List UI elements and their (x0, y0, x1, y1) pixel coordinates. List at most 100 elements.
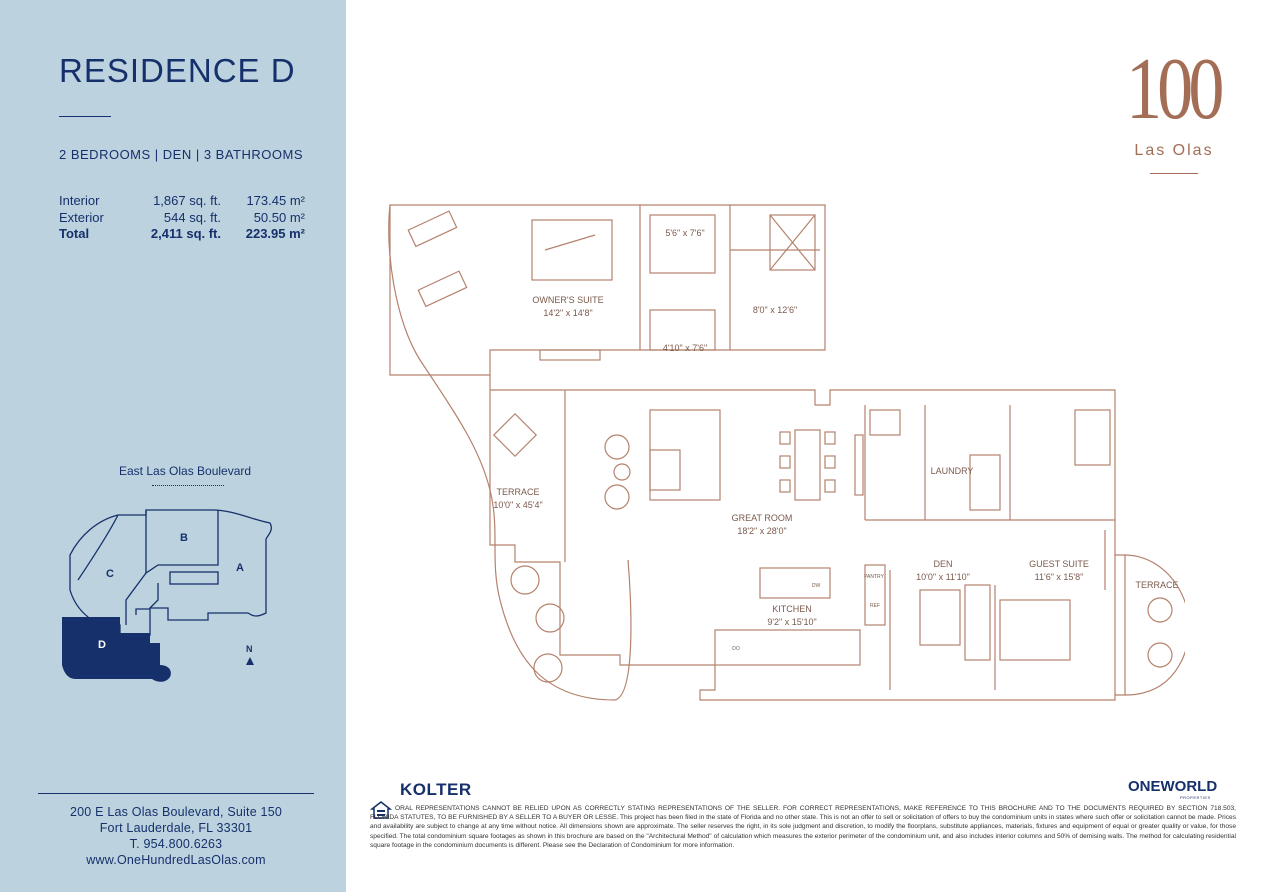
dining-chair-icon (779, 455, 791, 469)
info-sidebar: RESIDENCE D 2 BEDROOMS | DEN | 3 BATHROO… (0, 0, 346, 892)
terrace-table-icon (492, 412, 538, 458)
corridor-outline (135, 608, 150, 615)
unit-b-label: B (180, 532, 188, 544)
website-link[interactable]: www.OneHundredLasOlas.com (86, 853, 266, 867)
sofa-icon (649, 409, 721, 501)
residence-title: RESIDENCE D (59, 52, 296, 89)
den-sofa-icon (964, 584, 991, 661)
island-icon (759, 567, 831, 599)
kitchen-label: KITCHEN (772, 604, 812, 614)
area-row-interior: Interior 1,867 sq. ft. 173.45 m² (59, 193, 305, 210)
area-row-exterior: Exterior 544 sq. ft. 50.50 m² (59, 210, 305, 227)
great-room-label: GREAT ROOM (732, 513, 793, 523)
right-terrace-wall (1115, 554, 1126, 696)
brand-divider (1150, 173, 1198, 174)
dishwasher-label: DW (812, 583, 821, 589)
residence-subtitle: 2 BEDROOMS | DEN | 3 BATHROOMS (59, 147, 303, 162)
address-line-2: Fort Lauderdale, FL 33301 (99, 821, 253, 835)
area-row-total: Total 2,411 sq. ft. 223.95 m² (59, 226, 305, 243)
chair-icon (604, 434, 630, 460)
kitchen-dimension: 9'2" x 15'10" (767, 617, 816, 627)
pantry-label: PANTRY (864, 574, 884, 580)
closet-outline (649, 214, 716, 274)
unit-d-highlight (62, 617, 171, 682)
closet-dimension: 4'10" x 7'6" (663, 343, 707, 353)
left-terrace-label: TERRACE (496, 487, 539, 497)
dining-chair-icon (779, 479, 791, 493)
den-dimension: 10'0" x 11'10" (916, 572, 970, 582)
oneworld-logo: ONEWORLD (1128, 778, 1218, 795)
shower-outline (1074, 409, 1111, 466)
unit-c-outline (77, 514, 119, 581)
owners-suite-label: OWNER'S SUITE (532, 295, 603, 305)
area-sqm: 50.50 m² (253, 209, 305, 225)
den-label: DEN (933, 559, 952, 569)
guest-suite-dimension: 11'6" x 15'8" (1035, 572, 1084, 582)
area-sqft: 2,411 sq. ft. (150, 226, 221, 241)
terrace-chair-icon (510, 565, 540, 595)
right-terrace-label: TERRACE (1135, 580, 1178, 590)
lounger-icon (407, 210, 458, 248)
corridor-outline (149, 583, 159, 609)
chair-icon (604, 484, 630, 510)
side-table-icon (613, 463, 631, 481)
unit-b-outline (145, 510, 219, 575)
area-label: Total (59, 226, 90, 241)
brand-logo-name: Las Olas (1134, 142, 1214, 159)
address-line-1: 200 E Las Olas Boulevard, Suite 150 (70, 805, 282, 819)
dining-chair-icon (824, 455, 836, 469)
fridge-label: REF (870, 603, 880, 609)
area-sqft: 544 sq. ft. (163, 209, 221, 225)
equal-housing-icon (370, 801, 392, 819)
closet-outline (649, 309, 716, 351)
building-key-plan: B C A D N (62, 509, 272, 682)
area-sqm: 173.45 m² (246, 193, 305, 208)
bed-icon (531, 219, 613, 281)
coffee-table-icon (649, 449, 681, 491)
north-label: N (246, 644, 253, 654)
right-terrace-outline (1124, 554, 1185, 696)
left-terrace-outline (388, 204, 632, 701)
area-sqft: 1,867 sq. ft. (153, 193, 221, 208)
north-wing-wall (389, 204, 826, 376)
left-terrace-dimension: 10'0" x 45'4" (493, 500, 542, 510)
double-oven-label: DO (732, 646, 740, 652)
contact-divider (38, 793, 314, 794)
great-room-dimension: 18'2" x 28'0" (737, 526, 786, 536)
area-table: Interior 1,867 sq. ft. 173.45 m² Exterio… (59, 193, 305, 243)
bed-fold (544, 234, 596, 251)
dining-chair-icon (824, 431, 836, 445)
unit-c-label: C (106, 568, 114, 580)
title-divider (59, 116, 111, 117)
dining-chair-icon (779, 431, 791, 445)
terrace-chair-icon (1147, 597, 1173, 623)
terrace-planter-icon (533, 653, 563, 683)
guest-suite-label: GUEST SUITE (1029, 559, 1089, 569)
dining-chair-icon (824, 479, 836, 493)
core-block (169, 571, 219, 585)
den-furniture-icon (919, 589, 961, 646)
owners-suite-dimension: 14'2" x 14'8" (543, 308, 592, 318)
pantry-outline (864, 564, 886, 626)
washer-dryer-icon (969, 454, 1001, 511)
bed-icon (999, 599, 1071, 661)
laundry-label: LAUNDRY (931, 466, 974, 476)
kitchen-counter (714, 629, 861, 666)
unit-divider (125, 572, 147, 625)
street-divider (152, 485, 224, 486)
kolter-logo: KOLTER (400, 780, 472, 799)
phone: T. 954.800.6263 (129, 837, 223, 851)
area-label: Exterior (59, 209, 104, 225)
shower-line (769, 214, 816, 271)
unit-a-label: A (236, 562, 244, 574)
unit-d-label: D (98, 639, 106, 651)
street-label: East Las Olas Boulevard (119, 464, 252, 478)
closet-dimension: 5'6" x 7'6" (665, 228, 704, 238)
terrace-chair-icon (1147, 642, 1173, 668)
dresser-icon (539, 349, 601, 361)
area-label: Interior (59, 193, 100, 208)
console-icon (854, 434, 864, 496)
building-outline (69, 509, 272, 636)
brand-logo-number: 100 (1126, 41, 1224, 138)
legal-disclaimer: ORAL REPRESENTATIONS CANNOT BE RELIED UP… (370, 805, 1236, 849)
